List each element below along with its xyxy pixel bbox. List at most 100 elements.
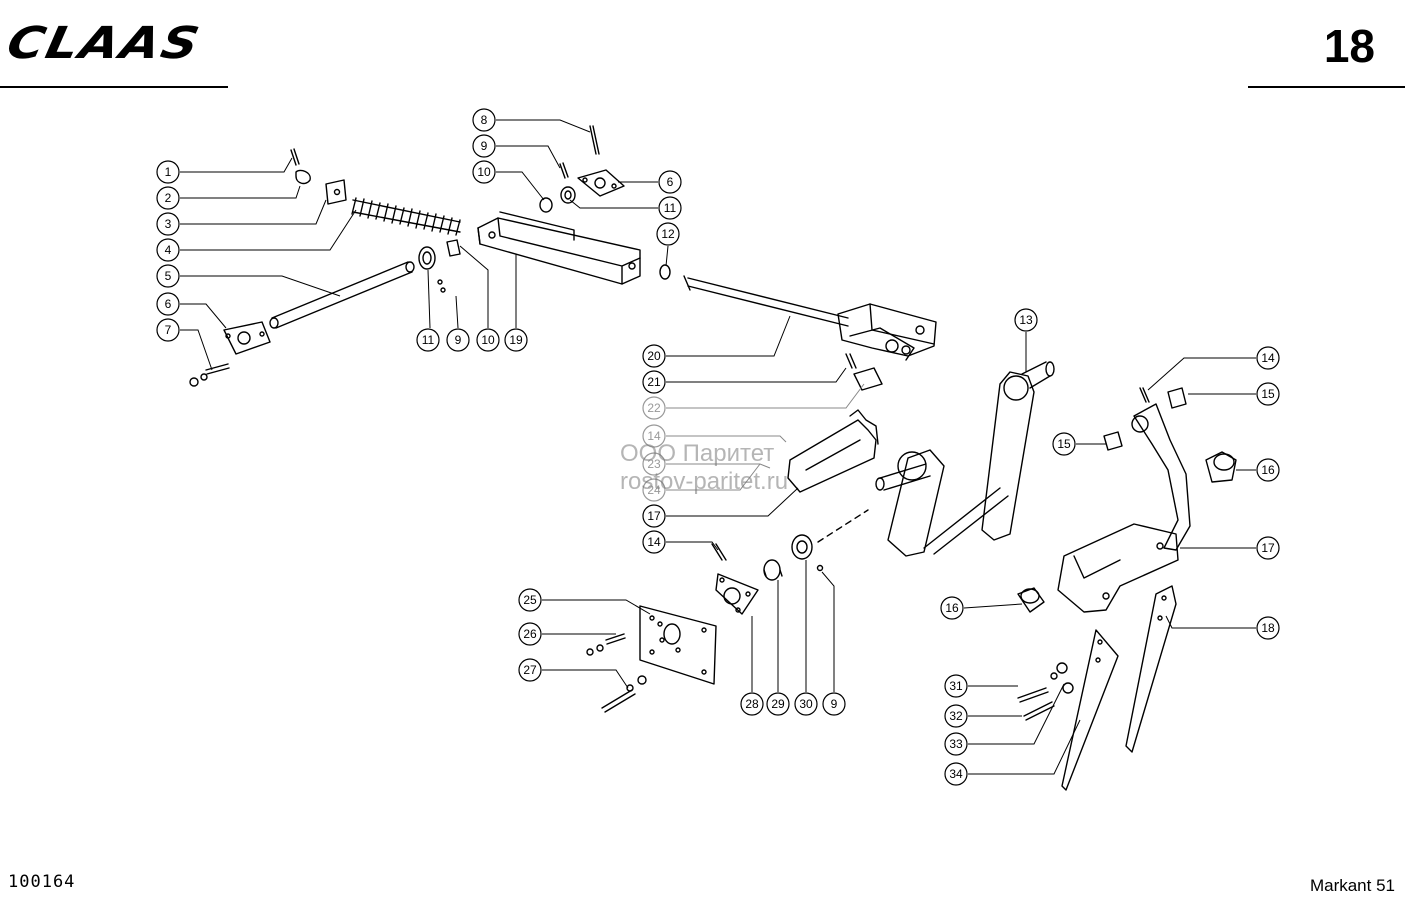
- callout-label: 11: [664, 201, 677, 215]
- callout-label: 5: [165, 269, 172, 283]
- callout-label: 2: [165, 191, 172, 205]
- adjusting-rod: [683, 275, 937, 361]
- callout-label: 18: [1261, 621, 1275, 635]
- callout-10: 10: [472, 160, 496, 184]
- callout-18: 18: [1256, 616, 1280, 640]
- callout-9: 9: [446, 328, 470, 352]
- callout-label: 4: [165, 243, 172, 257]
- callout-32: 32: [944, 704, 968, 728]
- callout-label: 9: [831, 697, 838, 711]
- callout-label: 29: [771, 697, 785, 711]
- callout-label: 28: [745, 697, 759, 711]
- callout-label: 16: [1261, 463, 1275, 477]
- callout-5: 5: [156, 264, 180, 288]
- callout-label: 6: [667, 175, 674, 189]
- callout-13: 13: [1014, 308, 1038, 332]
- callout-label: 22: [647, 401, 661, 415]
- callout-label: 14: [647, 535, 661, 549]
- callout-label: 9: [455, 333, 462, 347]
- callout-30: 30: [794, 692, 818, 716]
- callout-29: 29: [766, 692, 790, 716]
- callout-21: 21: [642, 370, 666, 394]
- callout-6: 6: [156, 292, 180, 316]
- callout-label: 27: [523, 663, 537, 677]
- callout-label: 15: [1057, 437, 1071, 451]
- crank-assembly: [875, 361, 1055, 557]
- callout-3: 3: [156, 212, 180, 236]
- callout-11: 11: [658, 196, 682, 220]
- callout-10: 10: [476, 328, 500, 352]
- blade-left: [1061, 629, 1119, 791]
- callout-label: 34: [949, 767, 963, 781]
- blade-right: [1125, 585, 1177, 753]
- model-name: Markant 51: [1309, 876, 1395, 895]
- callout-label: 31: [949, 679, 963, 693]
- bushings-center: [418, 239, 461, 270]
- callout-label: 19: [509, 333, 523, 347]
- callout-label: 1: [165, 165, 172, 179]
- callout-14: 14: [642, 424, 666, 448]
- callout-22: 22: [642, 396, 666, 420]
- callout-7: 7: [156, 318, 180, 342]
- callout-label: 14: [647, 429, 661, 443]
- callout-26: 26: [518, 622, 542, 646]
- callout-label: 33: [949, 737, 963, 751]
- callout-11: 11: [416, 328, 440, 352]
- callout-label: 26: [523, 627, 537, 641]
- callout-label: 25: [523, 593, 537, 607]
- callout-label: 21: [647, 375, 661, 389]
- callout-14: 14: [1256, 346, 1280, 370]
- callout-23: 23: [642, 452, 666, 476]
- callout-label: 10: [481, 333, 495, 347]
- callout-label: 8: [481, 113, 488, 127]
- callout-19: 19: [504, 328, 528, 352]
- callout-1: 1: [156, 160, 180, 184]
- callout-label: 17: [647, 509, 661, 523]
- callout-2: 2: [156, 186, 180, 210]
- callout-17: 17: [1256, 536, 1280, 560]
- header-rule-left: [0, 86, 228, 88]
- callout-label: 7: [165, 323, 172, 337]
- swing-arm-small: [787, 409, 879, 493]
- callout-6: 6: [658, 170, 682, 194]
- callout-14: 14: [642, 530, 666, 554]
- callout-label: 12: [661, 227, 675, 241]
- callout-label: 14: [1261, 351, 1275, 365]
- callout-4: 4: [156, 238, 180, 262]
- callout-9: 9: [472, 134, 496, 158]
- callout-label: 6: [165, 297, 172, 311]
- callout-12: 12: [656, 222, 680, 246]
- callout-label: 16: [945, 601, 959, 615]
- callout-15: 15: [1052, 432, 1076, 456]
- compression-spring: [351, 197, 461, 236]
- callout-label: 10: [477, 165, 491, 179]
- flange-bearing-left: [223, 321, 271, 355]
- callout-label: 17: [1261, 541, 1275, 555]
- square-tube-arm: [477, 211, 641, 285]
- callout-31: 31: [944, 674, 968, 698]
- callout-16: 16: [1256, 458, 1280, 482]
- callout-16: 16: [940, 596, 964, 620]
- callout-9: 9: [822, 692, 846, 716]
- header-rule-right: [1248, 86, 1405, 88]
- callout-label: 15: [1261, 387, 1275, 401]
- callout-label: 20: [647, 349, 661, 363]
- callout-label: 30: [799, 697, 813, 711]
- callout-27: 27: [518, 658, 542, 682]
- lever-arm-right: [1057, 403, 1191, 613]
- callout-28: 28: [740, 692, 764, 716]
- callout-24: 24: [642, 478, 666, 502]
- callout-label: 32: [949, 709, 963, 723]
- bolt-set-left: [189, 363, 230, 387]
- callout-8: 8: [472, 108, 496, 132]
- document-number: 100164: [8, 872, 76, 892]
- callout-34: 34: [944, 762, 968, 786]
- tension-rod: [269, 261, 415, 329]
- callout-20: 20: [642, 344, 666, 368]
- callout-label: 11: [422, 333, 435, 347]
- callout-label: 13: [1019, 313, 1033, 327]
- callout-17: 17: [642, 504, 666, 528]
